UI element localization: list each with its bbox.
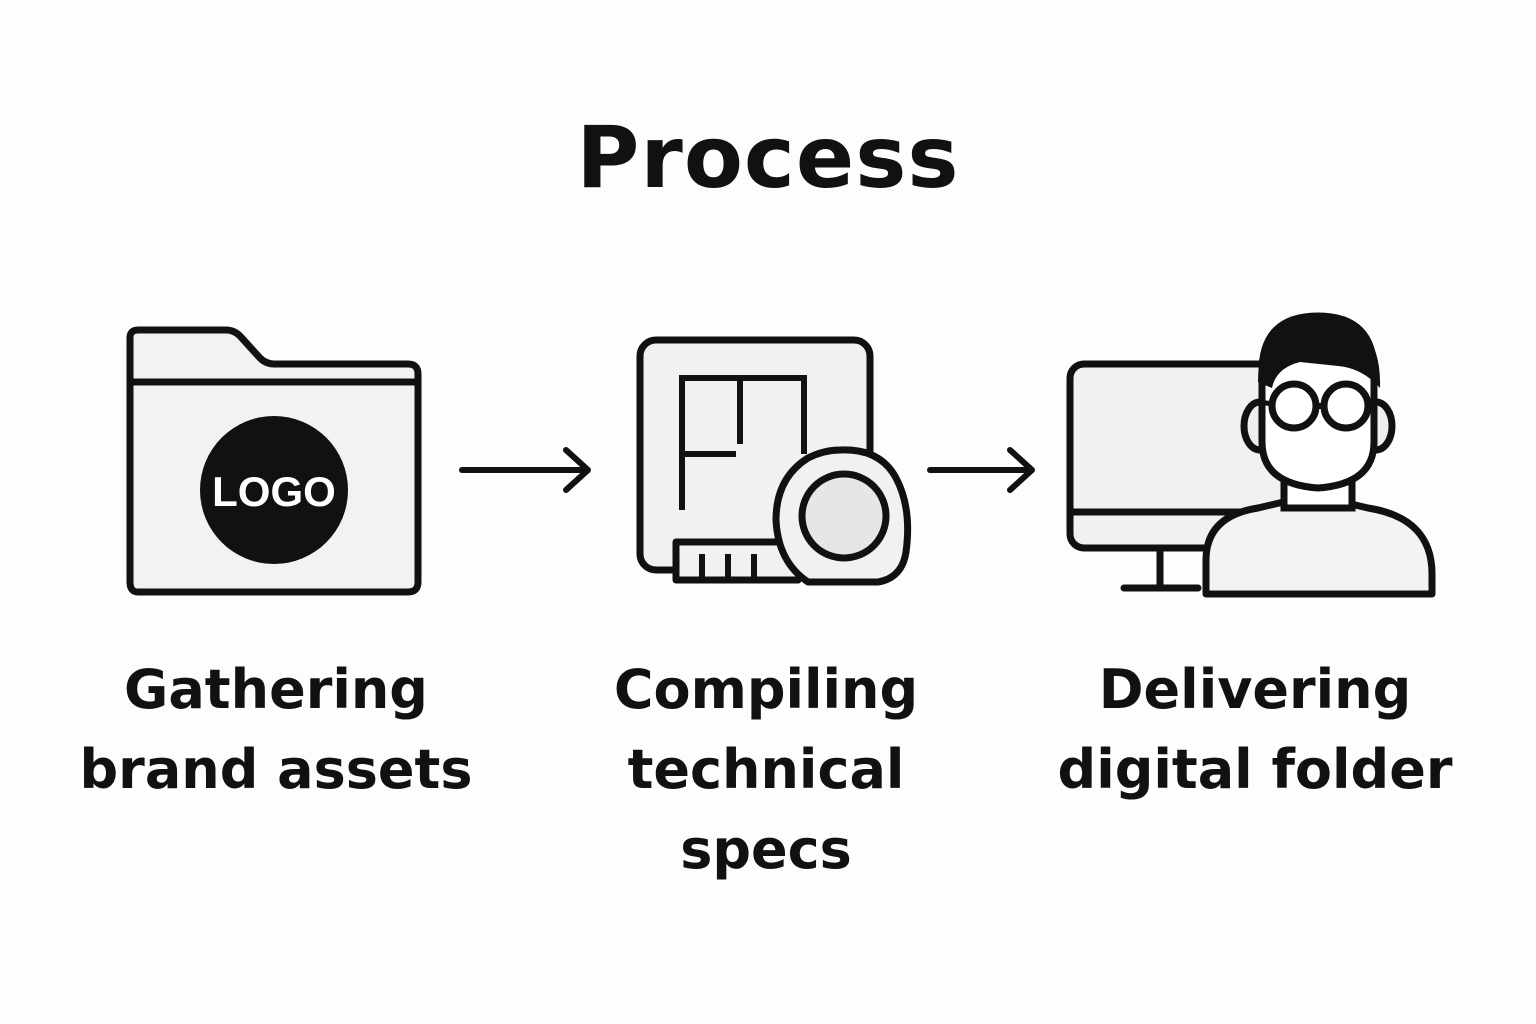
step-label-compiling: Compiling technical specs bbox=[556, 650, 976, 890]
step-label-delivering: Delivering digital folder bbox=[1030, 650, 1480, 810]
arrow-right-icon bbox=[459, 447, 591, 493]
step-label-line: Gathering bbox=[124, 658, 428, 721]
step-label-gathering: Gathering brand assets bbox=[56, 650, 496, 810]
arrow-right-icon bbox=[927, 447, 1035, 493]
blueprint-tape-measure-icon bbox=[636, 336, 912, 586]
diagram-title: Process bbox=[576, 108, 960, 208]
logo-text: LOGO bbox=[212, 468, 336, 515]
folder-logo-icon: LOGO bbox=[126, 326, 422, 596]
step-label-line: digital folder bbox=[1057, 738, 1453, 801]
step-label-line: Delivering bbox=[1098, 658, 1412, 721]
step-label-line: specs bbox=[680, 818, 852, 881]
monitor-person-icon bbox=[1066, 312, 1436, 598]
step-label-line: Compiling bbox=[613, 658, 919, 721]
step-label-line: brand assets bbox=[79, 738, 473, 801]
step-label-line: technical bbox=[627, 738, 905, 801]
